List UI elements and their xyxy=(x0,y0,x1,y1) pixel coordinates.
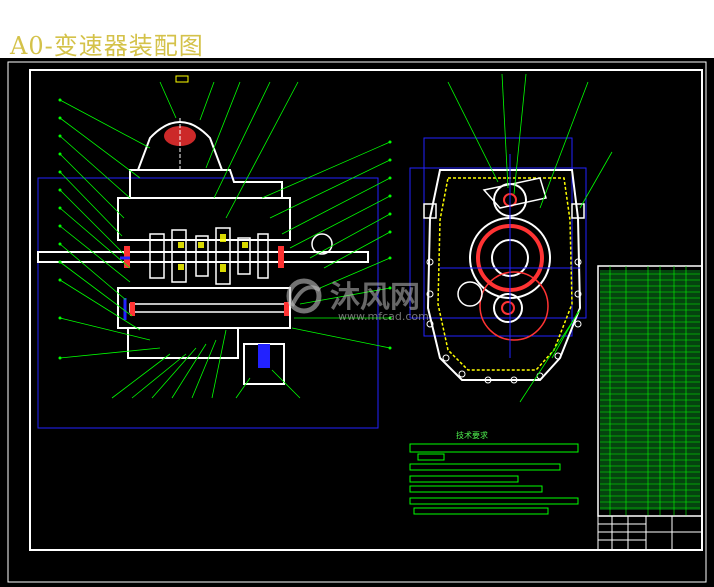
leader-dots-main xyxy=(58,98,392,360)
drawing-title: A0-变速器装配图 xyxy=(10,32,204,60)
side-housing-outline xyxy=(426,169,582,381)
part-number-tag xyxy=(175,75,189,83)
outer-frame xyxy=(7,61,707,583)
leader-lines-side xyxy=(447,73,613,403)
shift-plunger xyxy=(258,344,270,368)
parts-list-table xyxy=(597,265,703,517)
counter-shaft xyxy=(129,303,291,313)
lower-gear xyxy=(493,293,523,323)
reverse-gear-arc xyxy=(479,271,549,341)
technical-notes xyxy=(409,443,579,515)
bearings xyxy=(124,246,289,316)
gear-case-upper xyxy=(117,197,291,241)
title-block xyxy=(597,515,703,551)
main-section-view xyxy=(37,75,392,429)
side-section-view xyxy=(409,73,613,403)
gear-case-lower xyxy=(117,287,291,329)
oil-pan xyxy=(127,327,239,359)
mfcad-logo-icon xyxy=(286,278,322,314)
leader-lines-main xyxy=(59,81,391,399)
technical-notes-heading: 技术要求 xyxy=(456,431,488,440)
gear-set xyxy=(149,227,269,285)
gear-hatching xyxy=(178,234,248,272)
input-shaft xyxy=(37,251,369,263)
watermark: 沐风网 www.mfcad.com xyxy=(282,276,442,336)
output-flange xyxy=(311,233,333,255)
watermark-text: 沐风网 xyxy=(330,280,420,315)
parts-list-columns xyxy=(609,266,687,516)
side-bolt-holes xyxy=(426,258,582,384)
drawing-sheet: 沐风网 www.mfcad.com 技术要求 xyxy=(0,58,714,587)
parts-list-rows xyxy=(600,273,700,509)
cad-drawing xyxy=(7,61,707,583)
side-mount-ears xyxy=(423,203,585,219)
upper-cover xyxy=(129,169,283,199)
main-view-box xyxy=(37,177,379,429)
side-housing-inner xyxy=(437,177,573,371)
lower-gear-hub xyxy=(501,301,515,315)
left-idler xyxy=(457,281,483,307)
shift-fork-arm xyxy=(482,177,547,209)
watermark-url: www.mfcad.com xyxy=(338,310,429,323)
notes-lines xyxy=(409,443,579,515)
bell-housing xyxy=(136,121,224,171)
